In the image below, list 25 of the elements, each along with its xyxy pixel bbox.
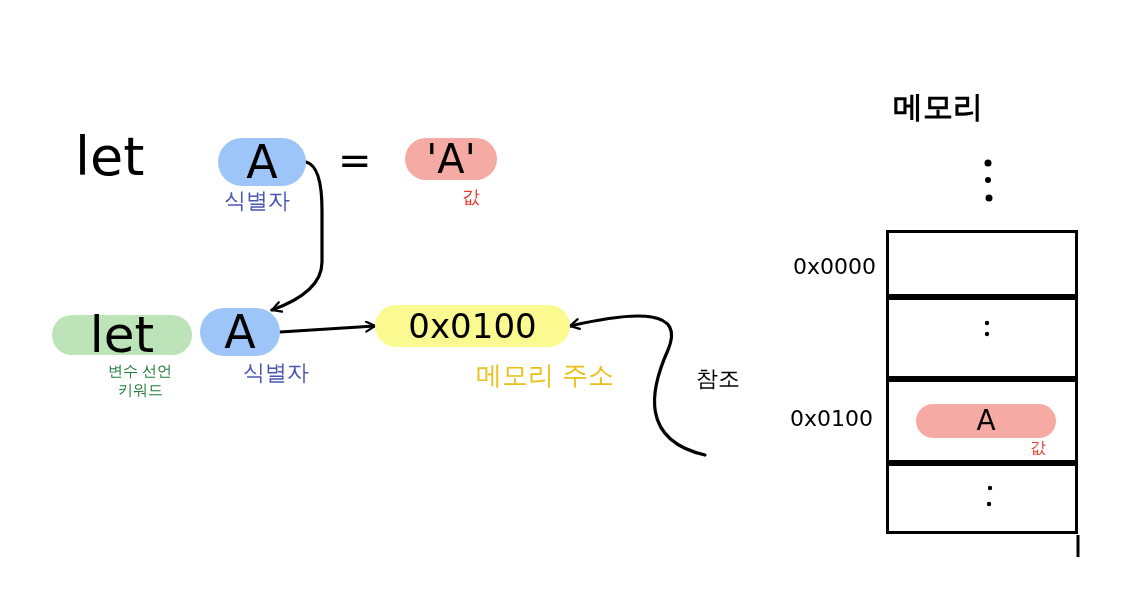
address-label: 0x0100 bbox=[790, 408, 873, 430]
highlighted-word: 'A' bbox=[405, 138, 497, 180]
annotation-text: 메모리 주소 bbox=[476, 362, 615, 388]
highlighted-word: A bbox=[218, 138, 306, 186]
annotation-text: 값 bbox=[1030, 440, 1046, 456]
annotation-text: 변수 선언 키워드 bbox=[106, 362, 174, 400]
address-label: 0x0000 bbox=[793, 256, 876, 278]
edge-label: 참조 bbox=[696, 368, 740, 390]
memory-cell bbox=[886, 378, 1078, 463]
annotation-text: 식별자 bbox=[224, 190, 290, 212]
heading: 메모리 bbox=[893, 92, 983, 122]
highlighted-word: A bbox=[916, 403, 1056, 438]
memory-cell bbox=[886, 462, 1078, 534]
arrow bbox=[278, 320, 377, 334]
memory-cell bbox=[886, 296, 1078, 379]
annotation-text: 식별자 bbox=[243, 362, 309, 384]
highlighted-word: 0x0100 bbox=[375, 305, 570, 347]
code-text: let bbox=[75, 130, 145, 184]
highlighted-word: A bbox=[200, 308, 280, 356]
arrow bbox=[270, 160, 324, 313]
code-text: = bbox=[338, 140, 372, 180]
highlighted-word: let bbox=[52, 315, 192, 355]
memory-cell bbox=[886, 229, 1078, 297]
arrow bbox=[568, 314, 707, 457]
annotation-text: 값 bbox=[462, 188, 480, 206]
